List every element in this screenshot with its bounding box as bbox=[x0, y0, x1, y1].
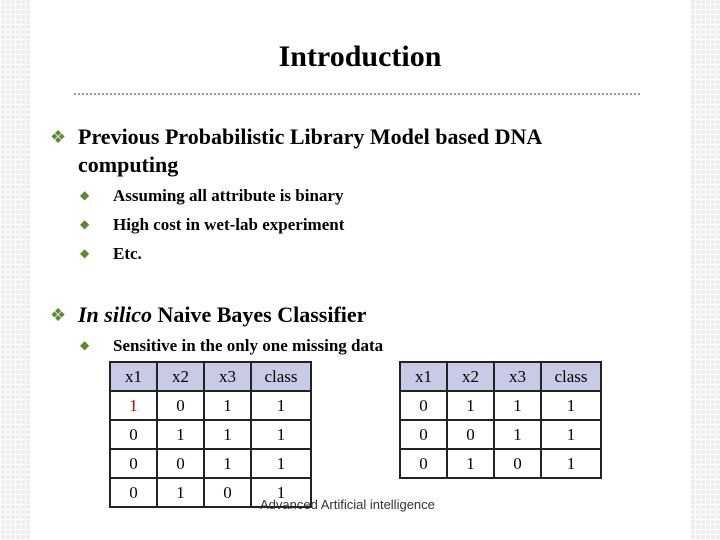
table-cell: 1 bbox=[250, 477, 312, 508]
diamond-bullet-icon: ❖ bbox=[50, 305, 67, 325]
table-cell: 1 bbox=[156, 419, 205, 450]
table-header-row: x1 x2 x3 class bbox=[109, 361, 312, 392]
table-row: 0 1 0 1 bbox=[109, 477, 312, 508]
table-cell: 1 bbox=[540, 419, 602, 450]
data-table-left: x1 x2 x3 class 1 0 1 1 0 1 1 1 0 0 1 1 0… bbox=[109, 361, 312, 508]
table-cell: 0 bbox=[156, 448, 205, 479]
table-cell: 1 bbox=[156, 477, 205, 508]
table-cell: 1 bbox=[250, 448, 312, 479]
table-cell: 1 bbox=[446, 448, 495, 479]
title-divider bbox=[74, 93, 640, 95]
table-cell: 1 bbox=[203, 448, 252, 479]
table-cell: 1 bbox=[540, 448, 602, 479]
table-cell: 0 bbox=[493, 448, 542, 479]
header-cell: x3 bbox=[493, 361, 542, 392]
table-cell: 1 bbox=[250, 390, 312, 421]
table-cell: 0 bbox=[399, 419, 448, 450]
table-cell: 0 bbox=[109, 448, 158, 479]
header-cell: x2 bbox=[156, 361, 205, 392]
table-header-row: x1 x2 x3 class bbox=[399, 361, 602, 392]
table-cell: 0 bbox=[399, 390, 448, 421]
section1-heading-line2: computing bbox=[78, 152, 179, 177]
section1-heading-line1: Previous Probabilistic Library Model bas… bbox=[78, 124, 543, 149]
table-row: 0 1 0 1 bbox=[399, 448, 602, 479]
header-cell: x3 bbox=[203, 361, 252, 392]
table-cell: 0 bbox=[399, 448, 448, 479]
header-cell: class bbox=[540, 361, 602, 392]
header-cell: class bbox=[250, 361, 312, 392]
bullet-text: High cost in wet-lab experiment bbox=[113, 215, 345, 234]
arrow-bullet-icon: ◆ bbox=[80, 246, 90, 260]
table-row: 0 0 1 1 bbox=[109, 448, 312, 479]
arrow-bullet-icon: ◆ bbox=[80, 338, 90, 352]
data-table-right: x1 x2 x3 class 0 1 1 1 0 0 1 1 0 1 0 1 bbox=[399, 361, 602, 479]
diamond-bullet-icon: ❖ bbox=[50, 127, 67, 147]
section2-heading-rest: Naive Bayes Classifier bbox=[151, 302, 367, 327]
bullet-text: Sensitive in the only one missing data bbox=[113, 336, 384, 355]
table-row: 1 0 1 1 bbox=[109, 390, 312, 421]
table-cell: 1 bbox=[203, 390, 252, 421]
table-cell: 0 bbox=[109, 477, 158, 508]
table-cell: 1 bbox=[203, 419, 252, 450]
table-cell: 1 bbox=[446, 390, 495, 421]
header-cell: x2 bbox=[446, 361, 495, 392]
table-cell: 1 bbox=[250, 419, 312, 450]
table-row: 0 0 1 1 bbox=[399, 419, 602, 450]
header-cell: x1 bbox=[109, 361, 158, 392]
left-border-pattern bbox=[0, 0, 30, 540]
slide-title: Introduction bbox=[278, 40, 442, 73]
bullet-text: Assuming all attribute is binary bbox=[113, 186, 344, 205]
table-cell: 1 bbox=[540, 390, 602, 421]
table-cell: 1 bbox=[493, 390, 542, 421]
section2-heading-italic: In silico bbox=[78, 302, 152, 327]
table-row: 0 1 1 1 bbox=[399, 390, 602, 421]
table-cell: 0 bbox=[203, 477, 252, 508]
arrow-bullet-icon: ◆ bbox=[80, 217, 90, 231]
table-cell: 1 bbox=[493, 419, 542, 450]
header-cell: x1 bbox=[399, 361, 448, 392]
bullet-text: Etc. bbox=[113, 244, 142, 263]
table-row: 0 1 1 1 bbox=[109, 419, 312, 450]
section2-heading-text: In silico Naive Bayes Classifier bbox=[78, 301, 366, 329]
table-cell: 0 bbox=[446, 419, 495, 450]
table-cell: 0 bbox=[109, 419, 158, 450]
right-border-pattern bbox=[690, 0, 720, 540]
table-cell-highlight: 1 bbox=[109, 390, 158, 421]
arrow-bullet-icon: ◆ bbox=[80, 188, 90, 202]
slide-footer: Advanced Artificial intelligence bbox=[260, 497, 435, 512]
table-cell: 0 bbox=[156, 390, 205, 421]
